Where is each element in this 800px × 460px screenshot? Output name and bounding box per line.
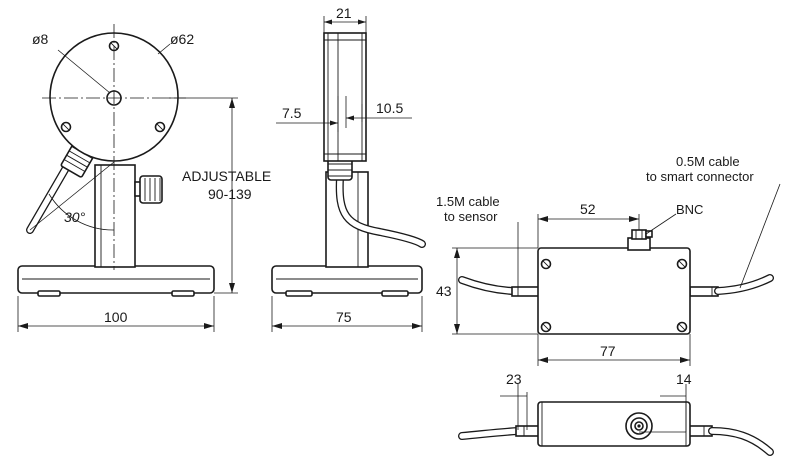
converter-box [537, 247, 691, 335]
cable-sensor-label: 1.5M cable [436, 194, 500, 209]
screw-icon [540, 258, 688, 333]
bnc-label: BNC [676, 202, 703, 217]
dim-side-width: 21 [336, 5, 352, 21]
side-view [271, 16, 426, 332]
bnc-connector [627, 237, 651, 251]
cable-smart-label: 0.5M cable [676, 154, 740, 169]
dim-box-77: 77 [600, 343, 616, 359]
front-base-foot-right [171, 290, 195, 297]
dim-side-depth: 75 [336, 309, 352, 325]
side-head [323, 32, 367, 162]
dim-box-43: 43 [436, 283, 452, 299]
cable-smart-label-2: to smart connector [646, 169, 754, 184]
side-base [271, 265, 423, 294]
dim-head-diameter: ø62 [170, 31, 194, 47]
front-base [17, 265, 215, 294]
height-range-label: 90-139 [208, 186, 252, 202]
dim-hole-diameter: ø8 [32, 31, 49, 47]
dim-box-52: 52 [580, 201, 596, 217]
dim-box-23: 23 [506, 371, 522, 387]
adjustable-label: ADJUSTABLE [182, 168, 271, 184]
lock-knob [139, 175, 163, 204]
converter-box-side [537, 401, 691, 447]
dim-box-14: 14 [676, 371, 692, 387]
dim-side-7-5: 7.5 [282, 105, 302, 121]
dim-base-width: 100 [104, 309, 128, 325]
converter-box-top-view [452, 183, 781, 366]
cable-sensor-label-2: to sensor [444, 209, 498, 224]
converter-box-side-view [458, 384, 774, 456]
front-view [17, 24, 238, 332]
front-base-foot-left [37, 290, 61, 297]
angle-label: 30° [64, 209, 86, 225]
dim-side-10-5: 10.5 [376, 100, 403, 116]
front-post [94, 164, 136, 268]
